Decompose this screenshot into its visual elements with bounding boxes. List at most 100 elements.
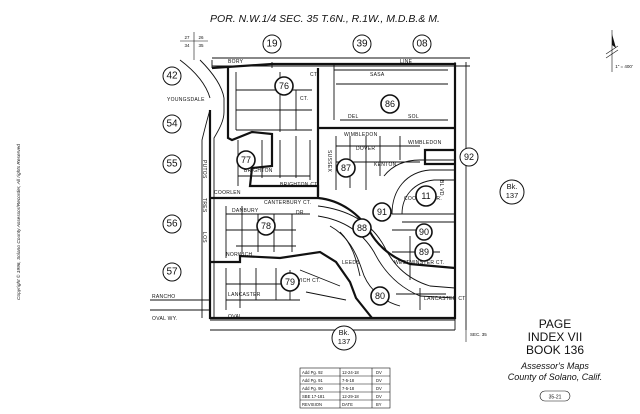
svg-text:35-21: 35-21 (549, 395, 562, 401)
svg-text:OVAL WY.: OVAL WY. (152, 316, 177, 322)
svg-text:DR.: DR. (296, 210, 306, 216)
svg-text:DEL: DEL (348, 114, 359, 120)
svg-text:1" = 400': 1" = 400' (615, 64, 633, 69)
svg-text:7-5-18: 7-5-18 (342, 378, 355, 383)
svg-text:TRES: TRES (201, 198, 207, 213)
svg-text:78: 78 (261, 221, 271, 231)
svg-text:137: 137 (338, 337, 351, 346)
svg-text:County of Solano, Calif.: County of Solano, Calif. (508, 372, 603, 382)
svg-text:PUTOS: PUTOS (201, 160, 207, 179)
svg-text:26: 26 (198, 35, 204, 40)
svg-text:Add Pg. 92: Add Pg. 92 (302, 370, 323, 375)
svg-text:BORY: BORY (228, 59, 244, 65)
svg-text:PAGE: PAGE (539, 317, 571, 331)
page-index: PAGE INDEX VII BOOK 136 Assessor's Maps … (508, 317, 603, 382)
svg-text:LANCASTER: LANCASTER (228, 292, 261, 298)
svg-text:42: 42 (166, 71, 178, 82)
svg-text:27: 27 (184, 35, 190, 40)
svg-text:DATE: DATE (342, 402, 353, 407)
svg-text:137: 137 (506, 191, 519, 200)
book-137-bottom: Bk. 137 (331, 325, 357, 351)
svg-text:86: 86 (385, 99, 395, 109)
svg-text:88: 88 (357, 223, 367, 233)
svg-text:DV: DV (376, 370, 382, 375)
svg-text:80: 80 (375, 291, 385, 301)
left-parcel-circles: 42 54 55 56 57 (162, 66, 182, 282)
svg-text:08: 08 (416, 39, 428, 50)
svg-text:11: 11 (421, 191, 430, 201)
svg-text:Add Pg. 90: Add Pg. 90 (302, 386, 323, 391)
svg-text:INDEX VII: INDEX VII (528, 330, 583, 344)
svg-text:12-29-18: 12-29-18 (342, 394, 359, 399)
svg-text:YOUNGSDALE: YOUNGSDALE (167, 97, 205, 103)
svg-text:92: 92 (464, 152, 474, 162)
svg-text:BOOK 136: BOOK 136 (526, 343, 584, 357)
svg-text:39: 39 (356, 39, 368, 50)
book-page-circles: 76 77 78 79 86 87 88 89 90 91 80 11 92 (236, 76, 479, 306)
svg-text:56: 56 (166, 219, 178, 230)
section-corner-top: 27 26 34 35 (180, 32, 208, 60)
svg-text:DV: DV (376, 394, 382, 399)
map-boundaries (150, 57, 470, 331)
svg-text:COORLEN: COORLEN (214, 190, 241, 196)
svg-text:LOS: LOS (201, 232, 207, 243)
svg-text:CT.: CT. (310, 72, 318, 78)
svg-text:DV: DV (376, 386, 382, 391)
svg-text:BY: BY (376, 402, 382, 407)
svg-text:DANBURY: DANBURY (232, 208, 259, 214)
svg-text:Bk.: Bk. (339, 328, 350, 337)
svg-text:SEC. 35: SEC. 35 (470, 332, 487, 337)
svg-text:55: 55 (166, 159, 178, 170)
map-title: POR. N.W.1/4 SEC. 35 T.6N., R.1W., M.D.B… (210, 13, 440, 25)
svg-text:BRIGHTON: BRIGHTON (244, 168, 273, 174)
north-arrow-icon: 1" = 400' (605, 30, 633, 72)
svg-text:BRIGHTON CT.: BRIGHTON CT. (280, 182, 319, 188)
svg-text:12-24-18: 12-24-18 (342, 370, 359, 375)
svg-text:Add Pg. 91: Add Pg. 91 (302, 378, 323, 383)
svg-text:BL VD.: BL VD. (438, 180, 444, 197)
svg-text:54: 54 (166, 119, 178, 130)
svg-text:77: 77 (241, 155, 251, 165)
svg-text:LEEDS: LEEDS (342, 260, 360, 266)
svg-text:SBE 17-181: SBE 17-181 (302, 394, 325, 399)
svg-text:CT.: CT. (300, 96, 308, 102)
svg-text:LINE: LINE (400, 59, 413, 65)
svg-text:19: 19 (266, 39, 278, 50)
svg-text:RANCHO: RANCHO (152, 294, 175, 300)
street-labels: BORY LINE YOUNGSDALE PUTOS LOS TRES RANC… (152, 59, 467, 322)
section-corner-bottom: SEC. 35 (465, 330, 487, 342)
copyright-note: Copyright © 1996, Solano County Assessor… (15, 144, 22, 300)
svg-text:SOL: SOL (408, 114, 419, 120)
svg-text:WIMBLEDON: WIMBLEDON (344, 132, 378, 138)
svg-text:79: 79 (285, 277, 295, 287)
svg-text:34: 34 (184, 43, 190, 48)
svg-text:REVISION: REVISION (302, 402, 322, 407)
svg-text:87: 87 (341, 163, 351, 173)
svg-text:Bk.: Bk. (507, 182, 518, 191)
svg-text:7-5-18: 7-5-18 (342, 386, 355, 391)
svg-text:WESTMINSTER CT.: WESTMINSTER CT. (394, 260, 444, 266)
top-parcel-circles: 19 39 08 (262, 34, 432, 54)
svg-text:WIMBLEDON: WIMBLEDON (408, 140, 442, 146)
svg-text:KENTON: KENTON (374, 162, 397, 168)
svg-text:35: 35 (198, 43, 204, 48)
svg-text:OVAL: OVAL (228, 314, 242, 320)
book-137-right: Bk. 137 (499, 179, 525, 205)
svg-text:89: 89 (419, 247, 429, 257)
svg-text:SUSSEX: SUSSEX (326, 150, 332, 172)
svg-text:91: 91 (377, 207, 387, 217)
svg-text:NORWICH: NORWICH (226, 252, 253, 258)
svg-text:NORWICH CT.: NORWICH CT. (284, 278, 321, 284)
svg-text:76: 76 (279, 81, 289, 91)
svg-text:DOVER: DOVER (356, 146, 375, 152)
svg-text:90: 90 (419, 227, 429, 237)
svg-text:DV: DV (376, 378, 382, 383)
svg-text:CANTERBURY CT.: CANTERBURY CT. (264, 200, 311, 206)
revision-table: Add Pg. 92 12-24-18 DV Add Pg. 91 7-5-18… (299, 367, 391, 409)
svg-text:LANCASTER CT.: LANCASTER CT. (424, 296, 467, 302)
svg-text:Assessor's Maps: Assessor's Maps (520, 361, 589, 371)
svg-text:SASA: SASA (370, 72, 385, 78)
svg-text:57: 57 (166, 267, 178, 278)
sheet-id: 35-21 (539, 390, 571, 402)
